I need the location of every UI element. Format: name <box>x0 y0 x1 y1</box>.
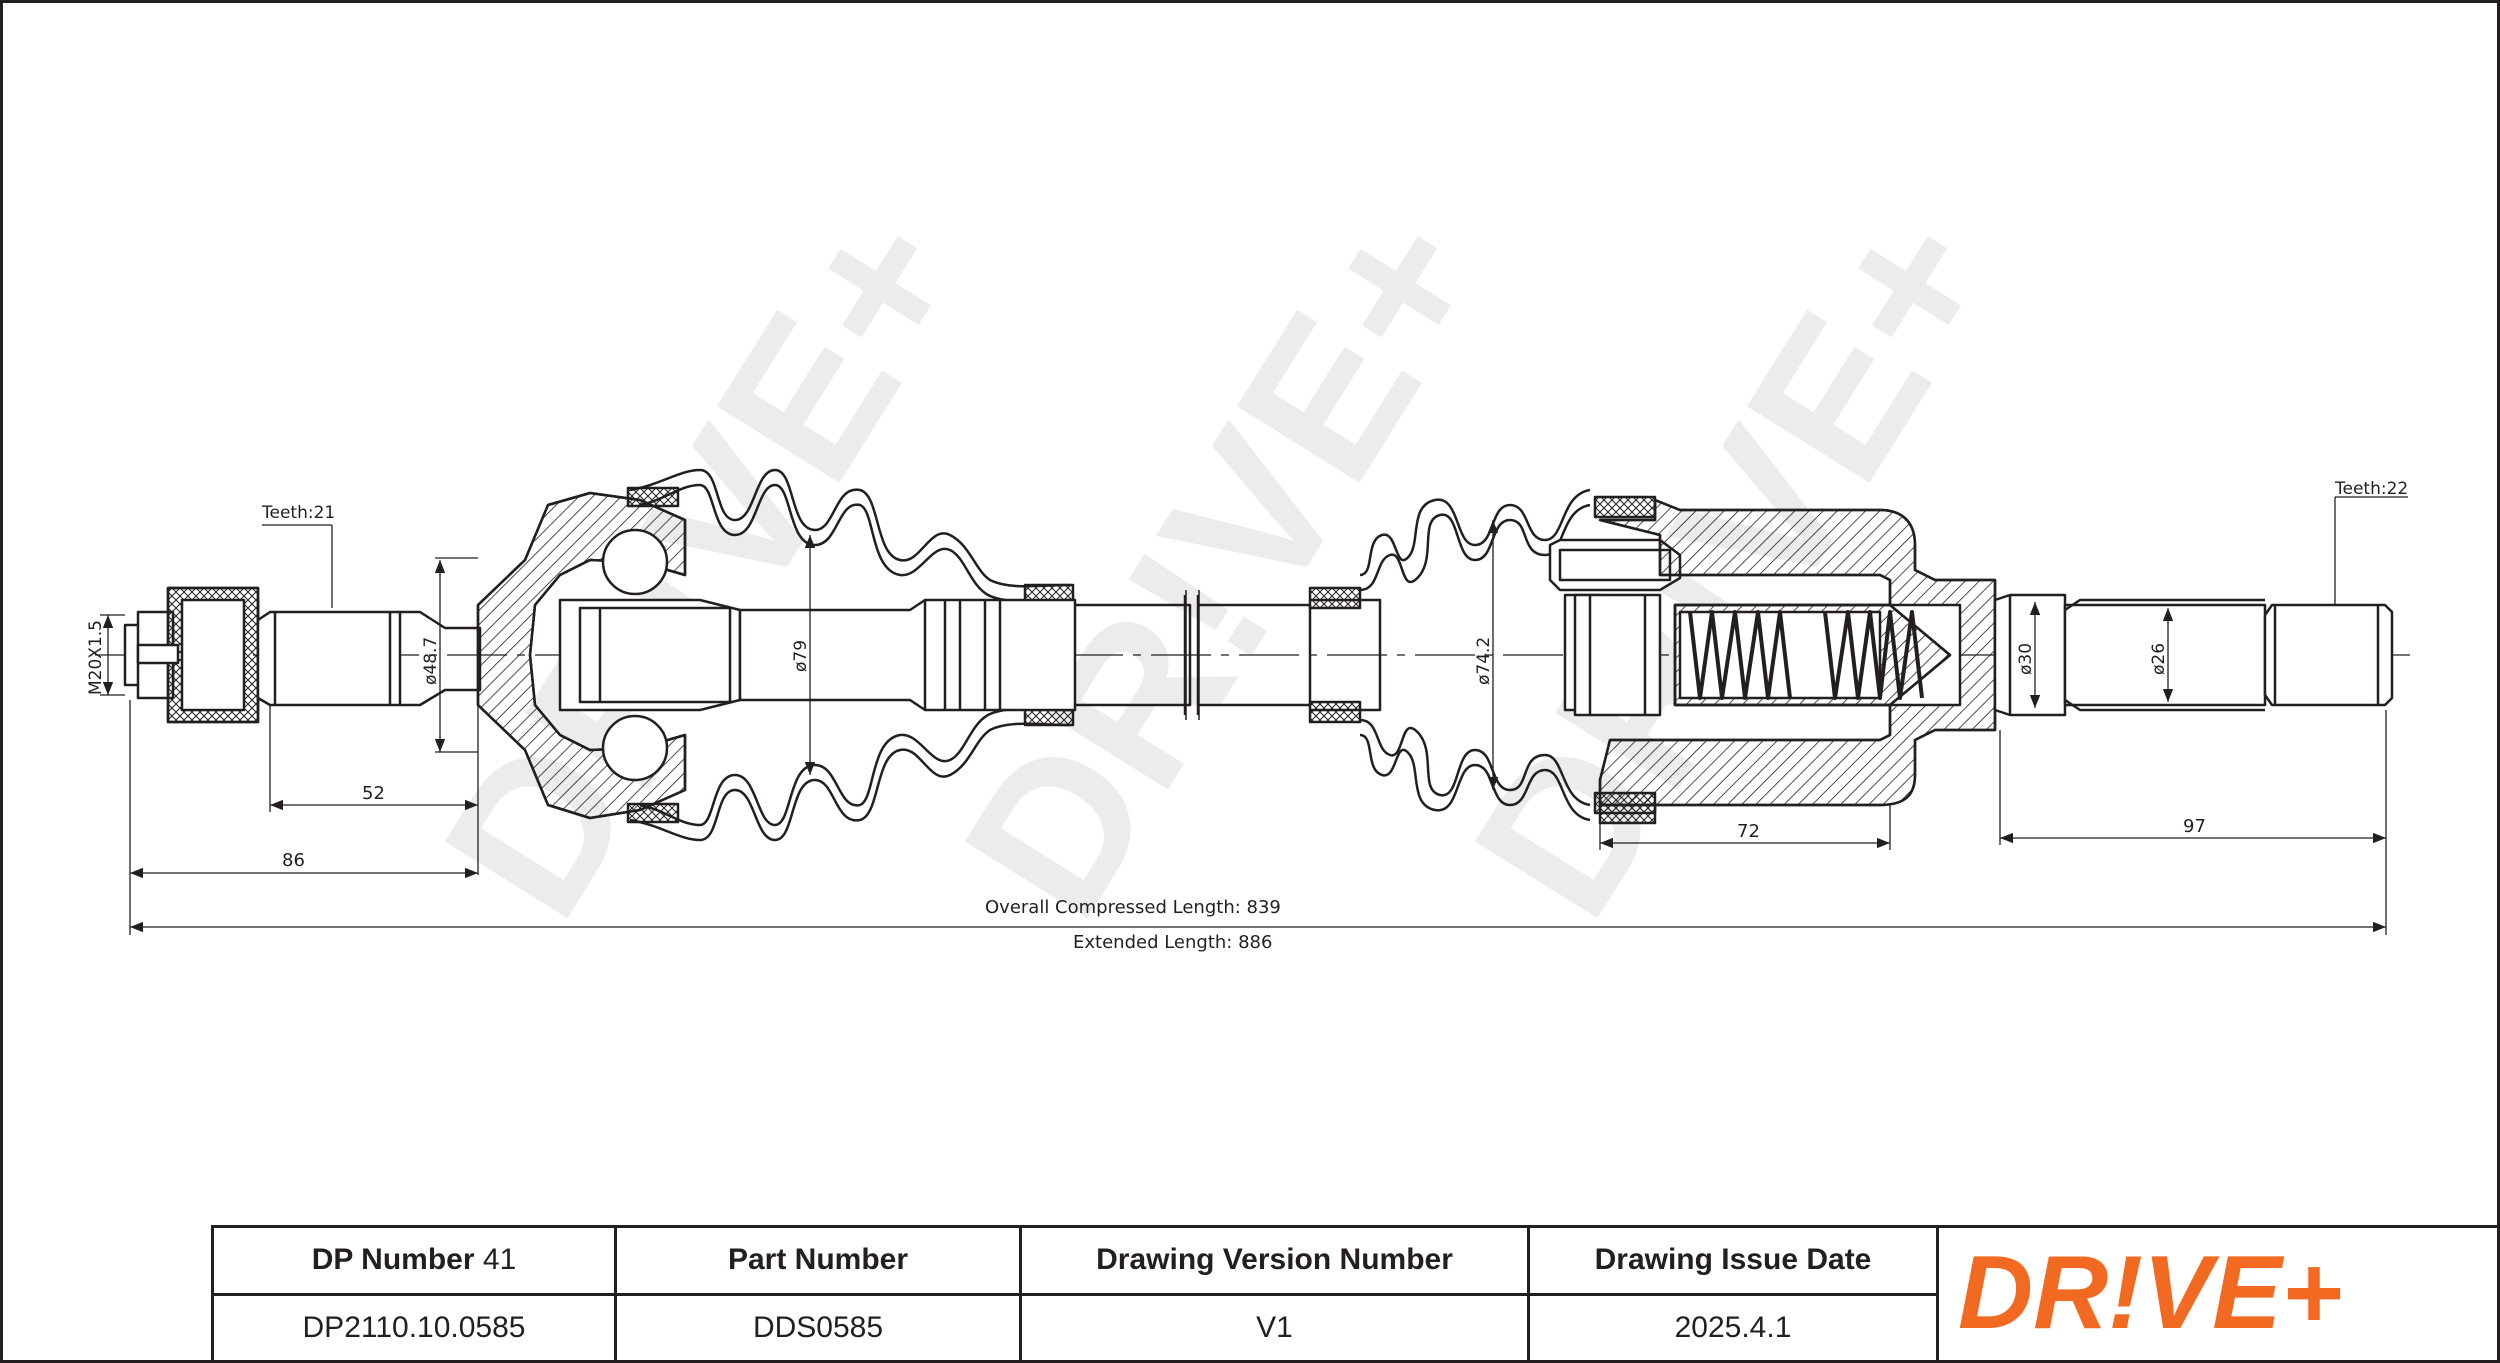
teeth-right-label: Teeth:22 <box>2334 479 2408 499</box>
watermark-text-1: DR!VE+ <box>399 171 1010 954</box>
teeth-left-label: Teeth:21 <box>261 503 335 523</box>
drawing-issue-date-header: Drawing Issue Date <box>1527 1225 1939 1296</box>
diameter-30-label: ø30 <box>2016 643 2036 675</box>
drawing-version-header: Drawing Version Number <box>1019 1225 1530 1296</box>
drive-logo-text: DR!VE+ <box>1958 1246 2342 1346</box>
dimension-labels: Teeth:21 Teeth:22 M20X1.5 ø48.7 ø79 ø74.… <box>86 479 2408 953</box>
diameter-26-label: ø26 <box>2149 643 2169 675</box>
dimensions <box>100 496 2408 935</box>
drive-shaft <box>738 595 1312 715</box>
logo-cell: DR!VE+ <box>1938 1225 2500 1363</box>
overall-compressed-length-label: Overall Compressed Length: 839 <box>985 897 1281 918</box>
left-boot <box>626 468 1075 842</box>
diameter-79-label: ø79 <box>791 640 811 672</box>
left-nut <box>123 586 260 724</box>
diameter-74-2-label: ø74.2 <box>1474 637 1494 685</box>
dp-number-label: DP Number <box>311 1243 475 1277</box>
dim-97-label: 97 <box>2183 816 2206 837</box>
inner-tripod-joint <box>1548 498 1997 825</box>
watermark-text-2: DR!VE+ <box>919 171 1530 954</box>
dp-number-value: DP2110.10.0585 <box>211 1292 617 1363</box>
dim-86-label: 86 <box>282 850 305 871</box>
diameter-48-7-label: ø48.7 <box>421 637 441 685</box>
left-spline <box>256 610 482 707</box>
outer-cv-joint <box>476 491 742 820</box>
drawing-issue-date-value: 2025.4.1 <box>1527 1292 1939 1363</box>
thread-label: M20X1.5 <box>86 620 106 695</box>
dp-number-count: 41 <box>482 1243 517 1277</box>
part-number-header: Part Number <box>614 1225 1022 1296</box>
dim-72-label: 72 <box>1737 821 1760 842</box>
drive-logo: DR!VE+ <box>1958 1246 2342 1346</box>
drawing-version-value: V1 <box>1019 1292 1530 1363</box>
title-block: DP Number 41 Part Number Drawing Version… <box>211 1225 2500 1363</box>
title-table: DP Number 41 Part Number Drawing Version… <box>211 1225 1939 1363</box>
dp-number-header: DP Number 41 <box>211 1225 617 1296</box>
extended-length-label: Extended Length: 886 <box>1073 932 1272 953</box>
right-stub-shaft <box>1993 593 2394 717</box>
part-number-value: DDS0585 <box>614 1292 1022 1363</box>
dim-52-label: 52 <box>362 783 385 804</box>
